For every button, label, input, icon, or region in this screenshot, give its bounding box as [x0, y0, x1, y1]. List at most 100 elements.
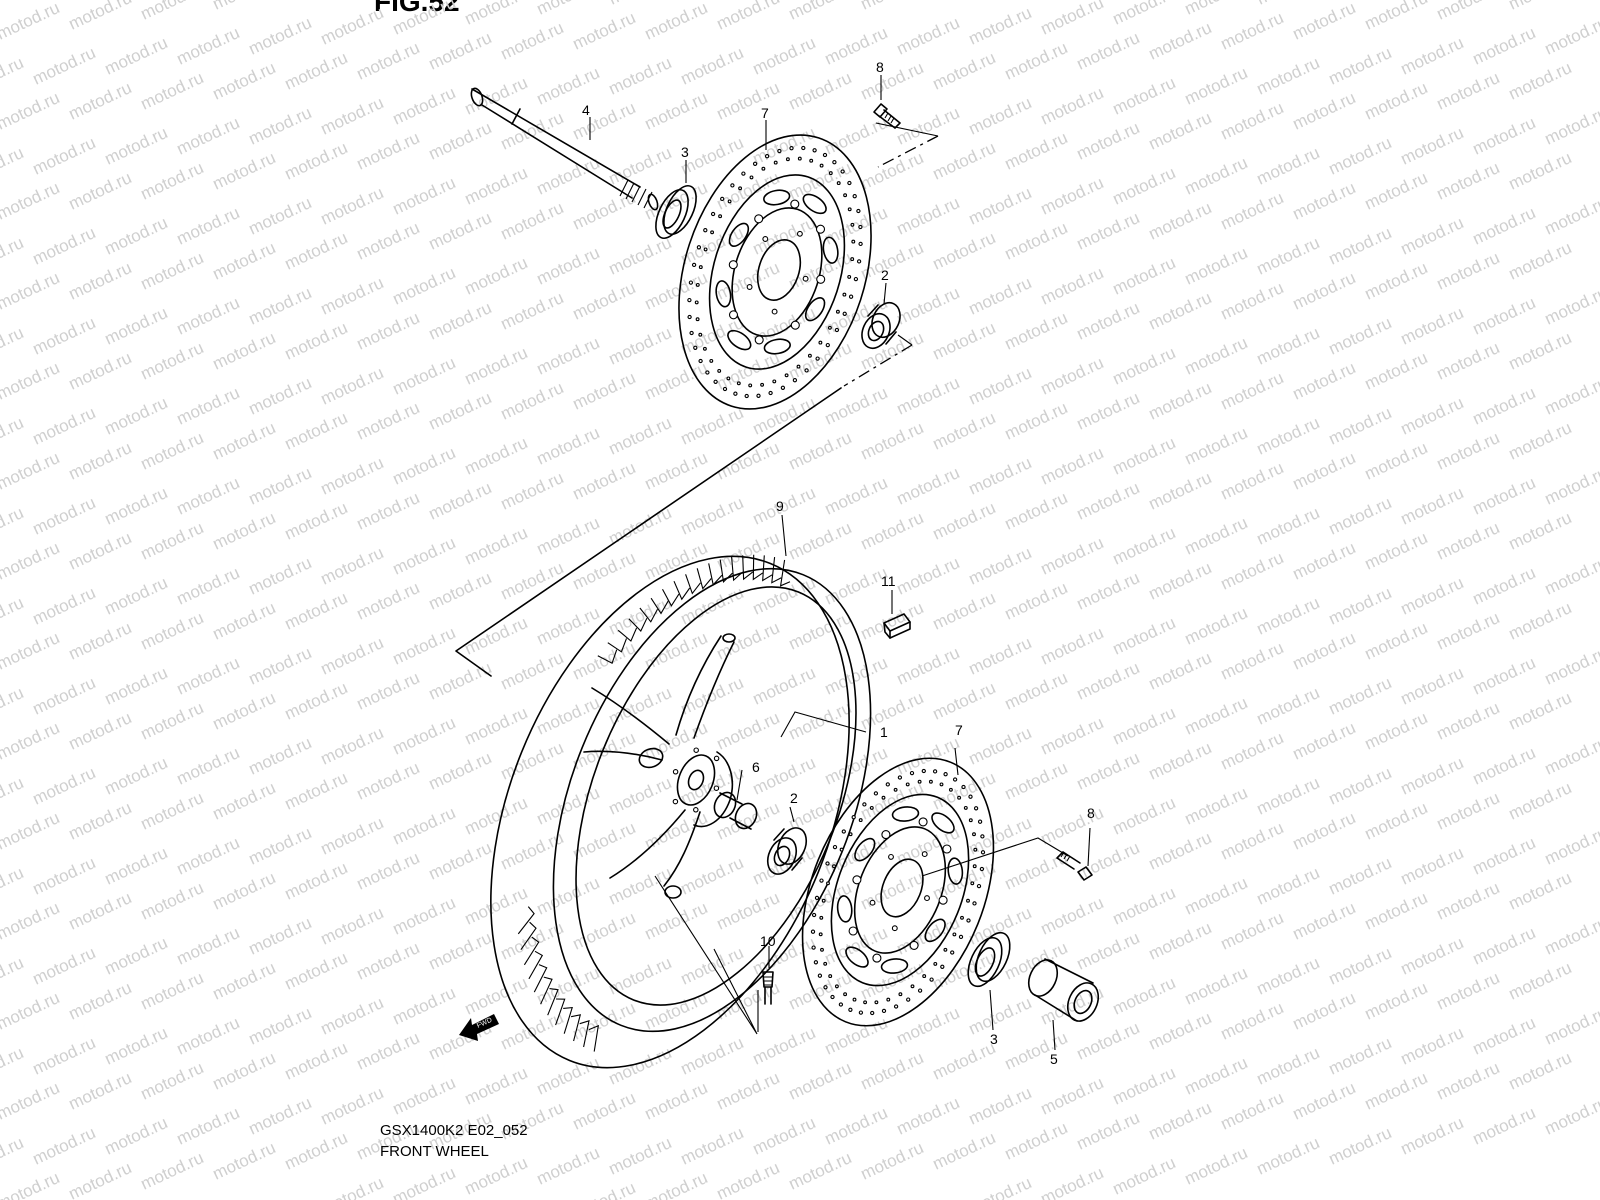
disc-vent-hole: [792, 378, 798, 383]
watermark-text: motod.ru: [318, 1173, 387, 1200]
watermark-text: motod.ru: [1398, 123, 1467, 169]
disc-vent-hole: [842, 292, 847, 297]
watermark-text: motod.ru: [102, 303, 171, 349]
watermark-text: motod.ru: [1074, 838, 1143, 884]
watermark-text: motod.ru: [210, 508, 279, 554]
watermark-text: motod.ru: [174, 203, 243, 249]
watermark-text: motod.ru: [210, 778, 279, 824]
watermark-text: motod.ru: [1398, 213, 1467, 259]
watermark-text: motod.ru: [930, 588, 999, 634]
watermark-text: motod.ru: [246, 13, 315, 59]
disc-vent-hole: [853, 276, 859, 282]
disc-vent-hole: [773, 160, 778, 165]
watermark-text: motod.ru: [210, 598, 279, 644]
disc-vent-hole: [852, 194, 857, 199]
watermark-text: motod.ru: [786, 1148, 855, 1194]
watermark-text: motod.ru: [246, 463, 315, 509]
watermark-text: motod.ru: [1038, 173, 1107, 219]
watermark-text: motod.ru: [1470, 653, 1539, 699]
disc-vent-hole: [718, 214, 723, 219]
watermark-text: motod.ru: [354, 218, 423, 264]
disc-vent-hole: [693, 747, 699, 753]
watermark-text: motod.ru: [1542, 193, 1600, 239]
watermark-text: motod.ru: [534, 873, 603, 919]
watermark-text: motod.ru: [1002, 488, 1071, 534]
watermark-text: motod.ru: [426, 388, 495, 434]
disc-vent-hole: [828, 171, 833, 176]
disc-vent-hole: [972, 832, 976, 837]
watermark-text: motod.ru: [1038, 893, 1107, 939]
watermark-text: motod.ru: [138, 518, 207, 564]
watermark-text: motod.ru: [246, 643, 315, 689]
watermark-text: motod.ru: [1182, 603, 1251, 649]
disc-vent-hole: [822, 152, 828, 158]
tread-groove: [708, 563, 723, 586]
disc-vent-hole: [966, 918, 971, 923]
watermark-text: motod.ru: [426, 118, 495, 164]
disc-rivet: [815, 224, 826, 234]
disc-rivet: [881, 830, 891, 840]
disc-vent-hole: [809, 158, 814, 163]
watermark-text: motod.ru: [30, 1033, 99, 1079]
disc-vent-hole: [695, 317, 700, 322]
disc-rivet: [848, 926, 858, 936]
watermark-text: motod.ru: [138, 338, 207, 384]
disc-vent-hole: [836, 181, 841, 186]
disc-vent-hole: [818, 932, 823, 937]
watermark-text: motod.ru: [1470, 833, 1539, 879]
watermark-text: motod.ru: [246, 553, 315, 599]
watermark-text: motod.ru: [1110, 433, 1179, 479]
watermark-text: motod.ru: [30, 493, 99, 539]
watermark-text: motod.ru: [462, 253, 531, 299]
watermark-text: motod.ru: [1038, 533, 1107, 579]
bearing-lower: [766, 806, 808, 875]
watermark-text: motod.ru: [210, 328, 279, 374]
watermark-text: motod.ru: [1326, 1123, 1395, 1169]
watermark-text: motod.ru: [66, 528, 135, 574]
disc-vent-hole: [698, 358, 703, 364]
watermark-text: motod.ru: [786, 428, 855, 474]
disc-vent-hole: [850, 222, 855, 227]
watermark-text: motod.ru: [1146, 108, 1215, 154]
disc-vent-hole: [886, 997, 891, 1002]
watermark-text: motod.ru: [174, 113, 243, 159]
watermark-text: motod.ru: [318, 633, 387, 679]
watermark-text: motod.ru: [678, 943, 747, 989]
watermark-text: motod.ru: [390, 443, 459, 489]
watermark-text: motod.ru: [1290, 178, 1359, 224]
watermark-text: motod.ru: [1254, 1043, 1323, 1089]
watermark-text: motod.ru: [138, 248, 207, 294]
watermark-text: motod.ru: [0, 953, 26, 999]
watermark-text: motod.ru: [1326, 403, 1395, 449]
watermark-text: motod.ru: [318, 273, 387, 319]
watermark-text: motod.ru: [894, 1093, 963, 1139]
watermark-text: motod.ru: [30, 673, 99, 719]
watermark-text: motod.ru: [1434, 518, 1503, 564]
watermark-text: motod.ru: [1002, 128, 1071, 174]
watermark-text: motod.ru: [714, 348, 783, 394]
watermark-text: motod.ru: [966, 3, 1035, 49]
watermark-text: motod.ru: [426, 838, 495, 884]
watermark-text: motod.ru: [462, 0, 531, 29]
disc-vent-hole: [862, 802, 867, 807]
disc-carrier-slot: [728, 222, 750, 247]
watermark-text: motod.ru: [534, 513, 603, 559]
disc-carrier-slot: [891, 806, 920, 822]
watermark-text: motod.ru: [426, 298, 495, 344]
watermark-text: motod.ru: [1110, 523, 1179, 569]
watermark-text: motod.ru: [534, 423, 603, 469]
watermark-text: motod.ru: [858, 238, 927, 284]
disc-vent-hole: [713, 379, 718, 384]
disc-vent-hole: [980, 850, 986, 855]
disc-vent-hole: [727, 199, 732, 204]
tread-groove: [563, 1006, 573, 1034]
disc-carrier-slot: [931, 812, 955, 834]
watermark-text: motod.ru: [318, 813, 387, 859]
watermark-text: motod.ru: [894, 463, 963, 509]
watermark-text: motod.ru: [138, 428, 207, 474]
watermark-text: motod.ru: [1146, 18, 1215, 64]
watermark-text: motod.ru: [1290, 448, 1359, 494]
watermark-text: motod.ru: [1218, 998, 1287, 1044]
watermark-text: motod.ru: [210, 958, 279, 1004]
disc-vent-hole: [976, 883, 982, 889]
